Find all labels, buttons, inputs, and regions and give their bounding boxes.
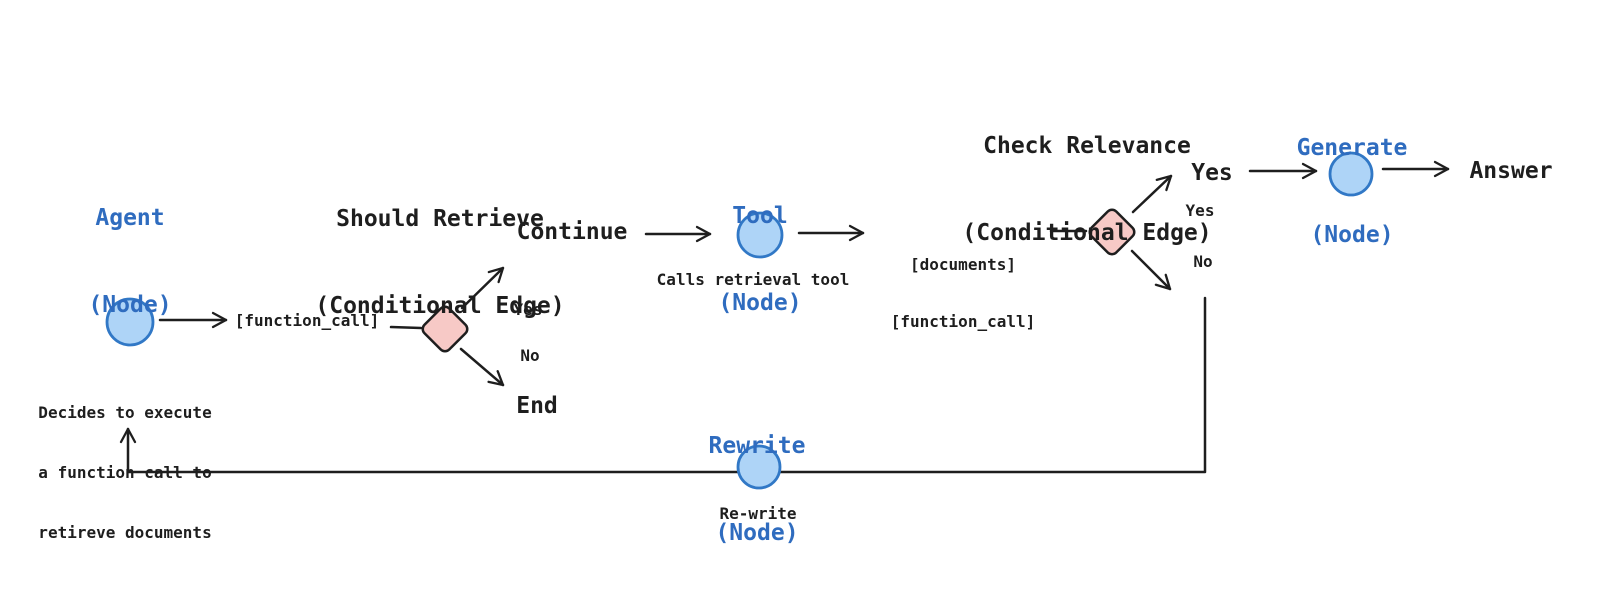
tool-node-title: Tool (Node) xyxy=(718,144,801,376)
generate-node-title-line2: (Node) xyxy=(1310,222,1394,248)
continue-label: Continue xyxy=(516,219,628,245)
check-relevance-title: Check Relevance (Conditional Edge) xyxy=(962,74,1211,306)
answer-label: Answer xyxy=(1469,158,1553,184)
function-call-label: [function_call] xyxy=(234,311,380,330)
should-retrieve-no-label: No xyxy=(520,346,540,365)
agent-caption-line1: Decides to execute xyxy=(38,403,212,422)
agent-node-title-line2: (Node) xyxy=(88,292,172,318)
should-retrieve-diamond xyxy=(421,305,469,353)
agent-caption-line3: retireve documents xyxy=(38,523,212,542)
tool-node-circle xyxy=(736,211,784,259)
agent-node-caption: Decides to execute a function call to re… xyxy=(38,363,211,583)
agent-node-circle xyxy=(105,297,155,347)
end-label: End xyxy=(516,393,558,419)
check-relevance-title-line2: (Conditional Edge) xyxy=(962,220,1212,246)
documents-function-call-label: [documents] [function_call] xyxy=(891,217,1036,369)
check-relevance-yes-target-label: Yes xyxy=(1191,160,1233,186)
check-relevance-no-label: No xyxy=(1193,252,1213,271)
should-retrieve-title-line2: (Conditional Edge) xyxy=(315,293,565,319)
agent-node-title: Agent (Node) xyxy=(88,146,171,378)
tool-node-caption: Calls retrieval tool xyxy=(656,270,850,289)
rewrite-node-circle xyxy=(736,444,782,490)
check-relevance-yes-label: Yes xyxy=(1185,201,1215,220)
agent-caption-line2: a function call to xyxy=(38,463,212,482)
check-relevance-title-line1: Check Relevance xyxy=(983,133,1191,159)
documents-label-line2: [function_call] xyxy=(890,312,1036,331)
generate-node-title: Generate (Node) xyxy=(1297,76,1408,308)
generate-node-circle xyxy=(1328,151,1374,197)
rewrite-loop-back-arrow xyxy=(119,296,1207,474)
tool-node-title-line2: (Node) xyxy=(718,290,802,316)
generate-node-title-line1: Generate xyxy=(1296,135,1408,161)
rewrite-node-title-line2: (Node) xyxy=(715,520,799,546)
check-relevance-no-arrow xyxy=(1130,249,1172,291)
rewrite-node-caption: Re-write xyxy=(719,504,797,523)
should-retrieve-title: Should Retrieve (Conditional Edge) xyxy=(315,147,564,379)
should-retrieve-title-line1: Should Retrieve xyxy=(336,206,544,232)
rewrite-node-title: Rewrite (Node) xyxy=(709,374,806,589)
agent-node-title-line1: Agent xyxy=(95,205,165,231)
tool-node-title-line1: Tool xyxy=(732,203,788,229)
should-retrieve-no-arrow xyxy=(459,347,505,387)
should-retrieve-yes-label: Yes xyxy=(513,300,543,319)
check-relevance-yes-arrow xyxy=(1131,174,1173,214)
should-retrieve-yes-arrow xyxy=(460,266,505,310)
documents-label-line1: [documents] xyxy=(910,255,1016,274)
rewrite-node-title-line1: Rewrite xyxy=(708,433,806,459)
function-call-to-diamond-line xyxy=(389,325,423,330)
check-relevance-diamond xyxy=(1088,208,1136,256)
